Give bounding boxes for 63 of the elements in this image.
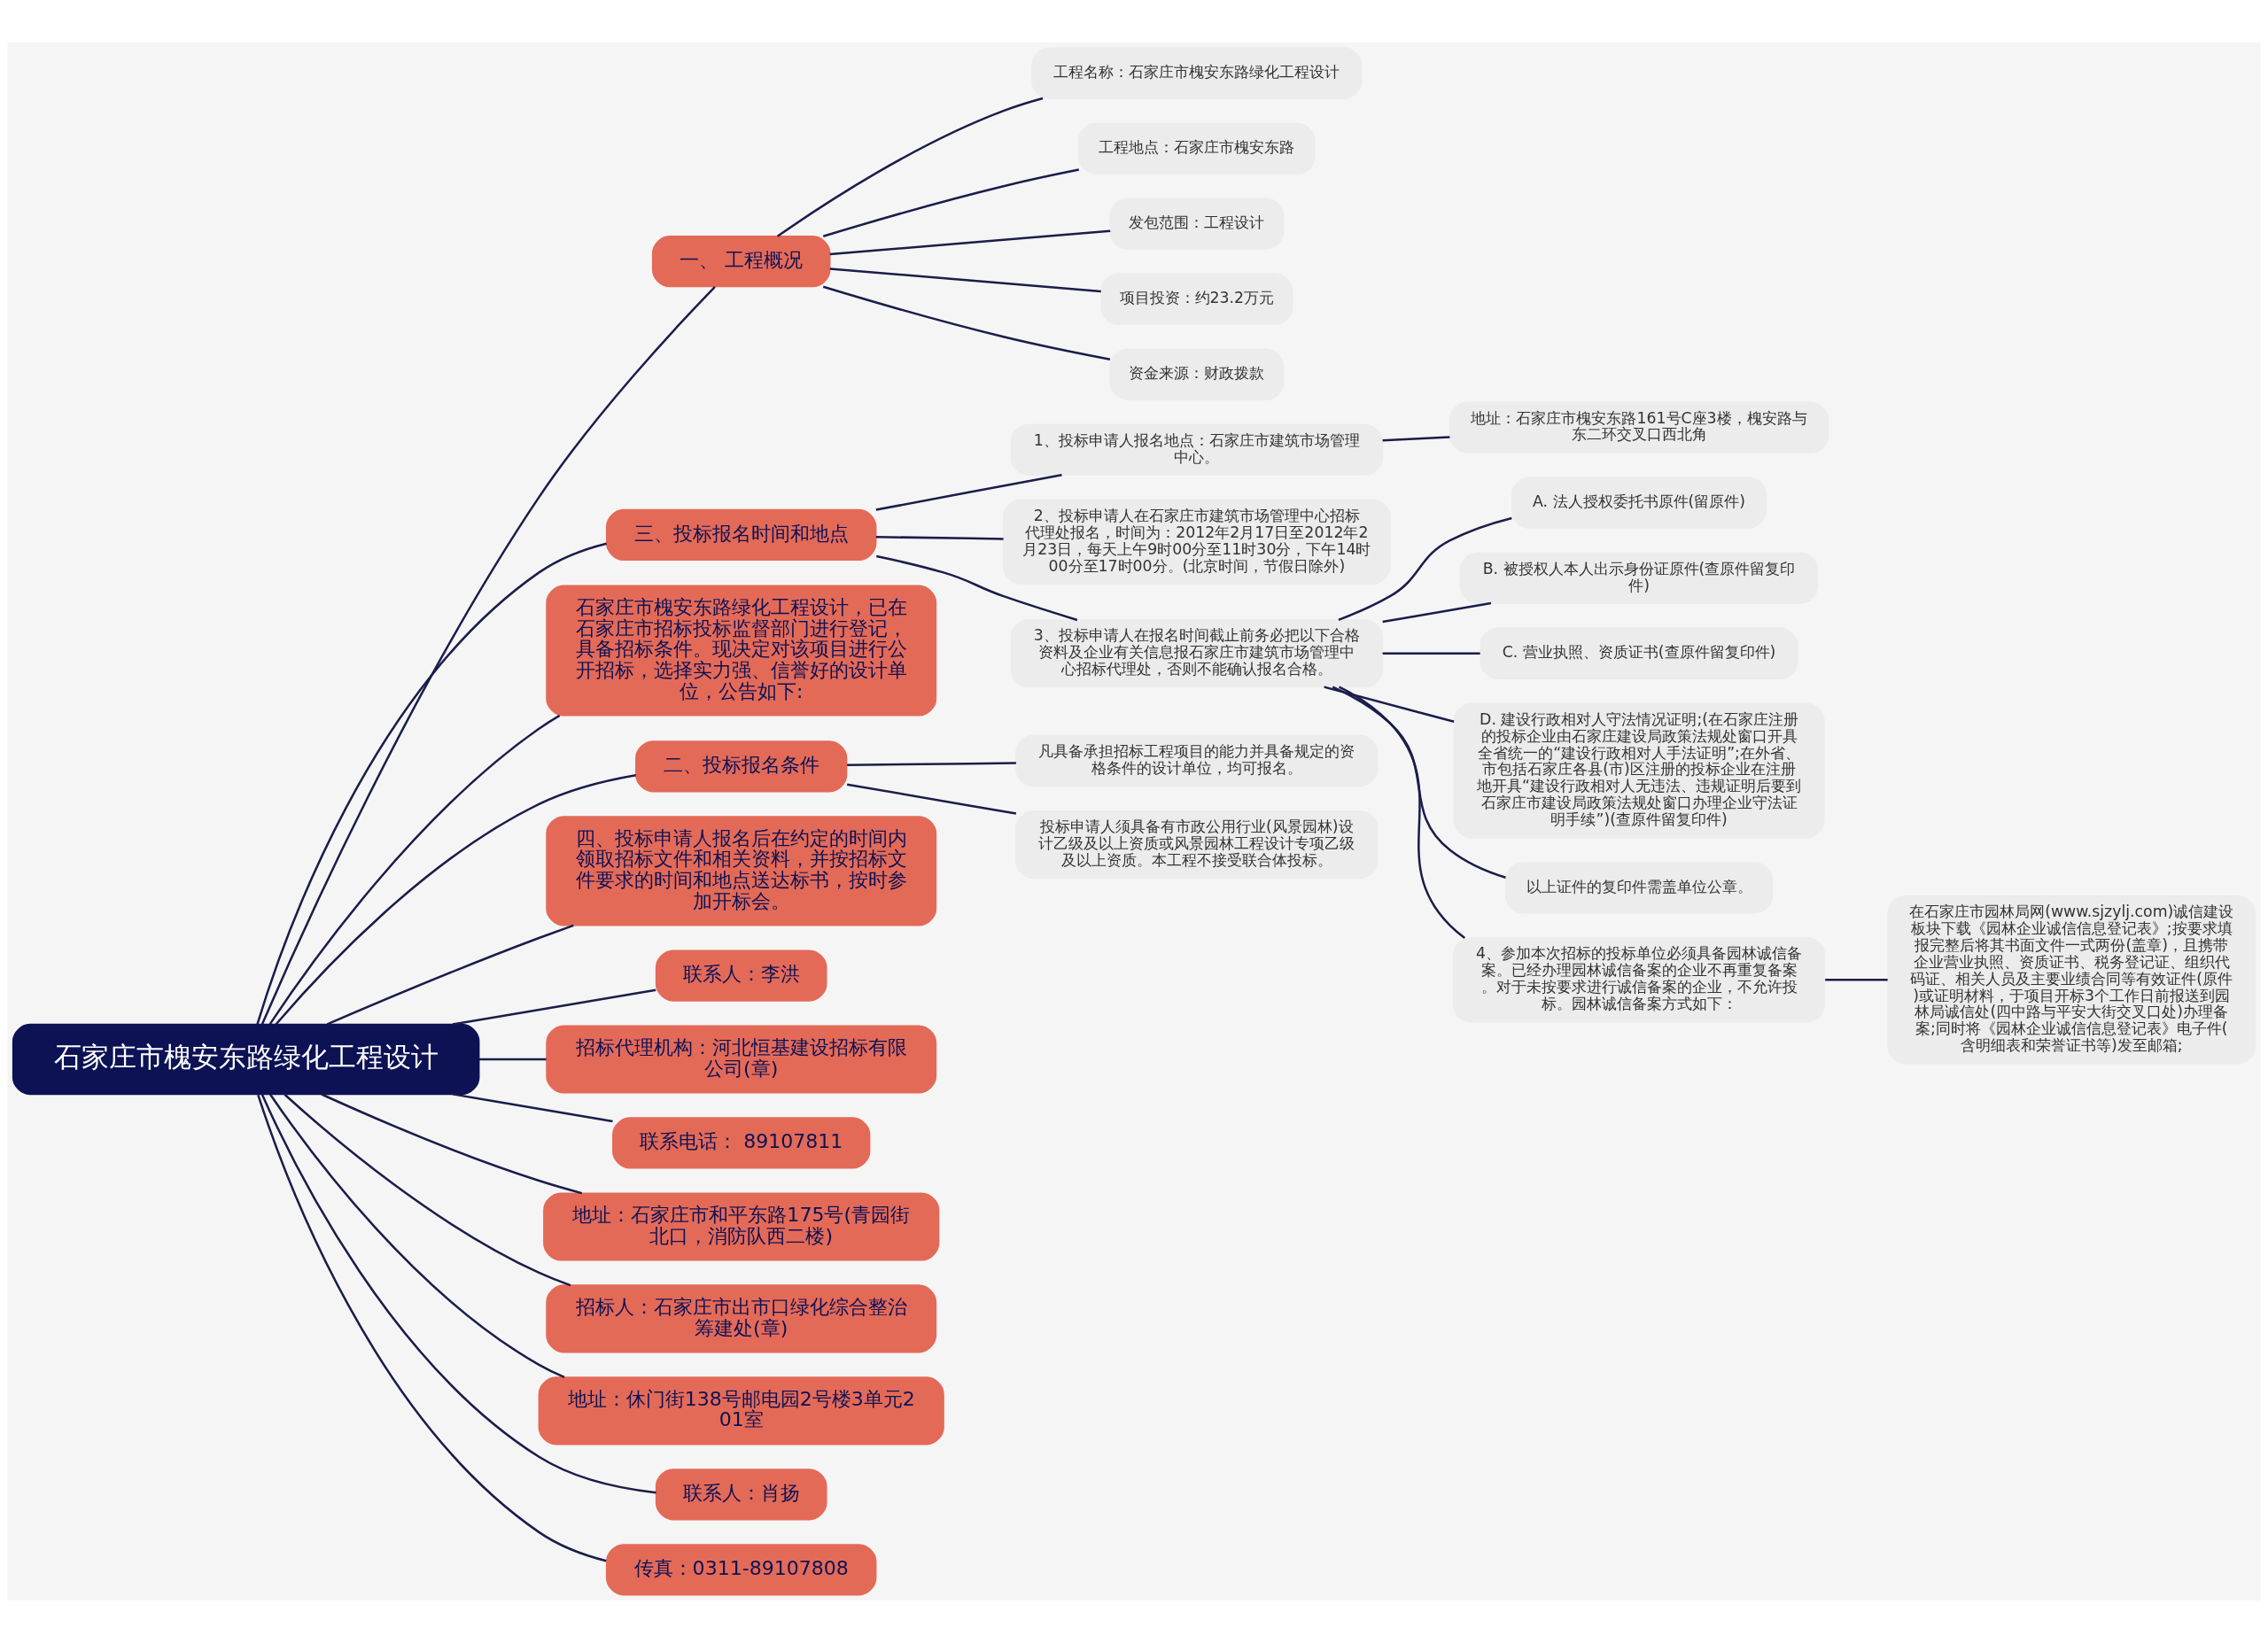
connector xyxy=(1338,516,1512,621)
connector xyxy=(875,473,1062,511)
node-box: 地址：石家庄市和平东路175号(青园街北口，消防队西二楼) xyxy=(543,1192,940,1261)
node-box: 3、投标申请人在报名时间截止前务必把以下合格资料及企业有关信息报石家庄市建筑市场管理中心招标代理处，否则不能确认报名合格。 xyxy=(1010,619,1384,688)
node-box: 联系人：李洪 xyxy=(655,949,827,1002)
connector xyxy=(1382,436,1450,442)
connector xyxy=(478,1058,547,1061)
connector xyxy=(829,267,1101,293)
connector xyxy=(284,1093,571,1287)
connector xyxy=(1324,686,1455,723)
node-box: 项目投资：约23.2万元 xyxy=(1100,273,1293,325)
node-box: 在石家庄市园林局网(www.sjzylj.com)诚信建设板块下载《园林企业诚信信息登记表》;按要求填报完整后将其书面文件一式两份(盖章)，且携带企业营业执照、资质证书、税务登记证、组织代码证、相关人员及主要业绩合同等有效证件(原件)或证明材料，于项目开标3个工作日前报送到园林局诚信处(四中路与平安大街交叉口处)办理备案;同时将《园林企业诚信信息登记表》电子件(含明细表和荣誉证书等)发至邮箱; xyxy=(1887,895,2256,1065)
connector xyxy=(846,783,1017,815)
connector xyxy=(876,554,1078,622)
connector xyxy=(822,285,1111,360)
node-box: 四、投标申请人报名后在约定的时间内领取招标文件和相关资料，并按招标文件要求的时间和地点送达标书，按时参加开标会。 xyxy=(546,816,937,926)
connector xyxy=(875,535,1004,540)
node-box: 投标申请人须具备有市政公用行业(风景园林)设计乙级及以上资质或风景园林工程设计专项乙级及以上资质。本工程不接受联合体投标。 xyxy=(1015,810,1379,880)
connector xyxy=(275,773,636,1026)
connector xyxy=(269,1094,565,1379)
connector xyxy=(1332,686,1506,879)
node-box: 工程地点：石家庄市槐安东路 xyxy=(1078,122,1316,174)
connector xyxy=(452,1093,613,1123)
connector xyxy=(452,988,656,1026)
connector xyxy=(776,97,1044,237)
node-box: 地址：休门街138号邮电园2号楼3单元201室 xyxy=(538,1376,944,1445)
connector xyxy=(260,285,716,1025)
node-box: 发包范围：工程设计 xyxy=(1109,198,1285,250)
connector xyxy=(326,924,574,1026)
node-box: D. 建设行政相对人守法情况证明;(在石家庄注册的投标企业由石家庄建设局政策法规处窗口开具全省统一的“建设行政相对人手法证明”;在外省、市包括石家庄各县(市)区注册的投标企业在注册地开具“建设行政相对人无违法、违规证明后要到石家庄市建设局政策法规处窗口办理企业守法证明手续”)(查原件留复印件) xyxy=(1453,702,1825,839)
connector xyxy=(847,762,1016,767)
node-box: 联系电话： 89107811 xyxy=(612,1117,871,1169)
connector xyxy=(1825,978,1888,981)
node-box: C. 营业执照、资质证书(查原件留复印件) xyxy=(1480,627,1798,679)
node-box: 1、投标申请人报名地点：石家庄市建筑市场管理中心。 xyxy=(1010,423,1384,476)
connector xyxy=(822,168,1080,237)
node-box: B. 被授权人本人出示身份证原件(查原件留复印件) xyxy=(1459,552,1819,604)
node-box: 二、投标报名条件 xyxy=(635,740,848,793)
connector xyxy=(829,229,1111,256)
connector xyxy=(1339,686,1466,939)
connector xyxy=(260,1094,656,1494)
node-box: 凡具备承担招标工程项目的能力并具备规定的资格条件的设计单位，均可报名。 xyxy=(1015,734,1379,787)
node-box: 招标人：石家庄市出市口绿化综合整治筹建处(章) xyxy=(546,1284,937,1353)
node-box: 三、投标报名时间和地点 xyxy=(605,508,877,561)
node-box: 传真：0311-89107808 xyxy=(605,1544,877,1596)
connector xyxy=(321,1093,583,1195)
node-box: 工程名称：石家庄市槐安东路绿化工程设计 xyxy=(1031,47,1363,99)
node-box: 一、 工程概况 xyxy=(651,236,831,288)
node-box: 地址：石家庄市槐安东路161号C座3楼，槐安路与东二环交叉口西北角 xyxy=(1449,401,1829,453)
node-box: 2、投标申请人在石家庄市建筑市场管理中心招标代理处报名，时间为：2012年2月17日至2012年2月23日，每天上午9时00分至11时30分，下午14时00分至17时00分。(北京时间，节假日除外) xyxy=(1002,499,1391,585)
node-box: 4、参加本次招标的投标单位必须具备园林诚信备案。已经办理园林诚信备案的企业不再重复备案。对于未按要求进行诚信备案的企业，不允许投标。园林诚信备案方式如下： xyxy=(1452,937,1826,1023)
connector xyxy=(1382,601,1492,624)
connector xyxy=(268,714,561,1025)
node-box: 资金来源：财政拨款 xyxy=(1109,348,1285,400)
node-box: A. 法人授权委托书原件(留原件) xyxy=(1511,477,1767,529)
node-box: 石家庄市槐安东路绿化工程设计 xyxy=(12,1023,480,1096)
connector xyxy=(257,1094,607,1562)
node-box: 联系人：肖扬 xyxy=(655,1469,827,1521)
node-box: 石家庄市槐安东路绿化工程设计，已在石家庄市招标投标监督部门进行登记，具备招标条件。现决定对该项目进行公开招标，选择实力强、信誉好的设计单位，公告如下: xyxy=(546,585,937,717)
node-box: 以上证件的复印件需盖单位公章。 xyxy=(1504,862,1774,914)
node-box: 招标代理机构：河北恒基建设招标有限公司(章) xyxy=(546,1025,937,1094)
connector xyxy=(256,542,607,1025)
connector xyxy=(1382,652,1480,655)
